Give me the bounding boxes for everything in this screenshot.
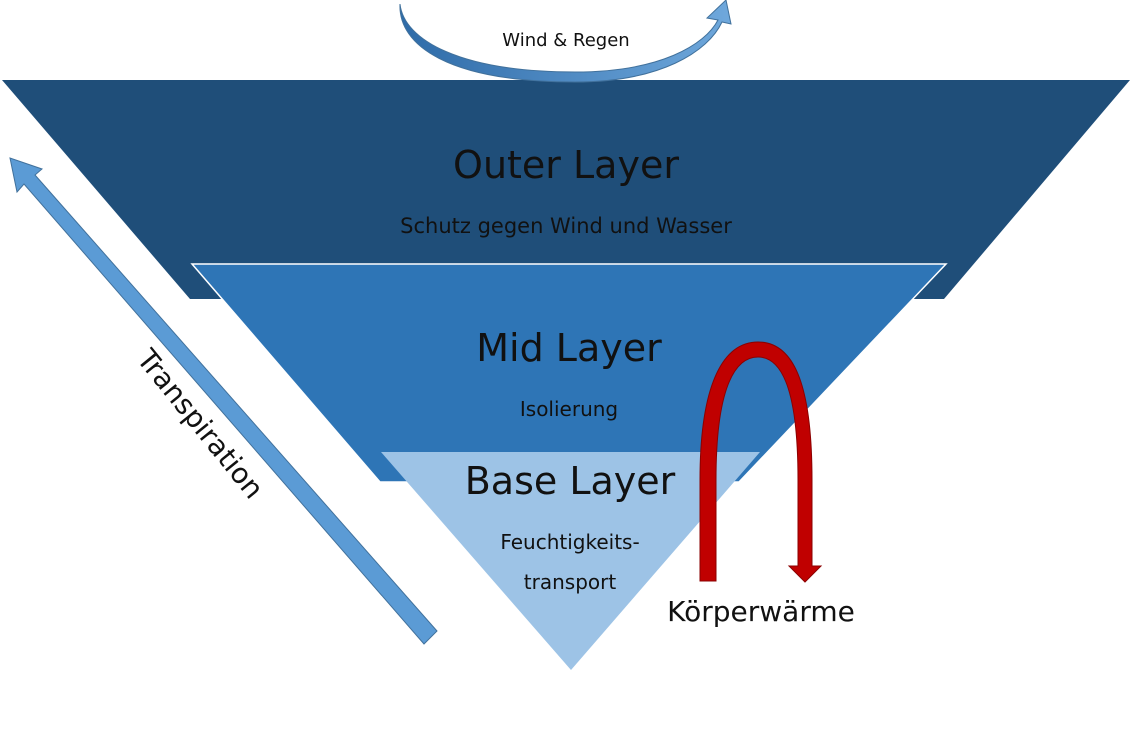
base-layer-shape (381, 452, 760, 670)
wind-rain-arrow (399, 0, 732, 83)
base-layer-subtitle-line1: Feuchtigkeits- (500, 530, 639, 554)
base-layer-subtitle-line2: transport (524, 570, 617, 594)
mid-layer-title: Mid Layer (476, 326, 662, 370)
outer-layer-subtitle: Schutz gegen Wind und Wasser (400, 214, 732, 238)
transpiration-arrow (9, 157, 438, 645)
outer-layer-title: Outer Layer (453, 143, 679, 187)
base-layer-title: Base Layer (465, 459, 676, 503)
wind-rain-label: Wind & Regen (502, 30, 629, 51)
mid-layer-subtitle: Isolierung (520, 397, 618, 421)
body-heat-label: Körperwärme (667, 595, 855, 628)
body-heat-arrow (699, 341, 823, 583)
mid-layer-shape (190, 263, 948, 483)
outer-layer-shape (2, 80, 1130, 299)
